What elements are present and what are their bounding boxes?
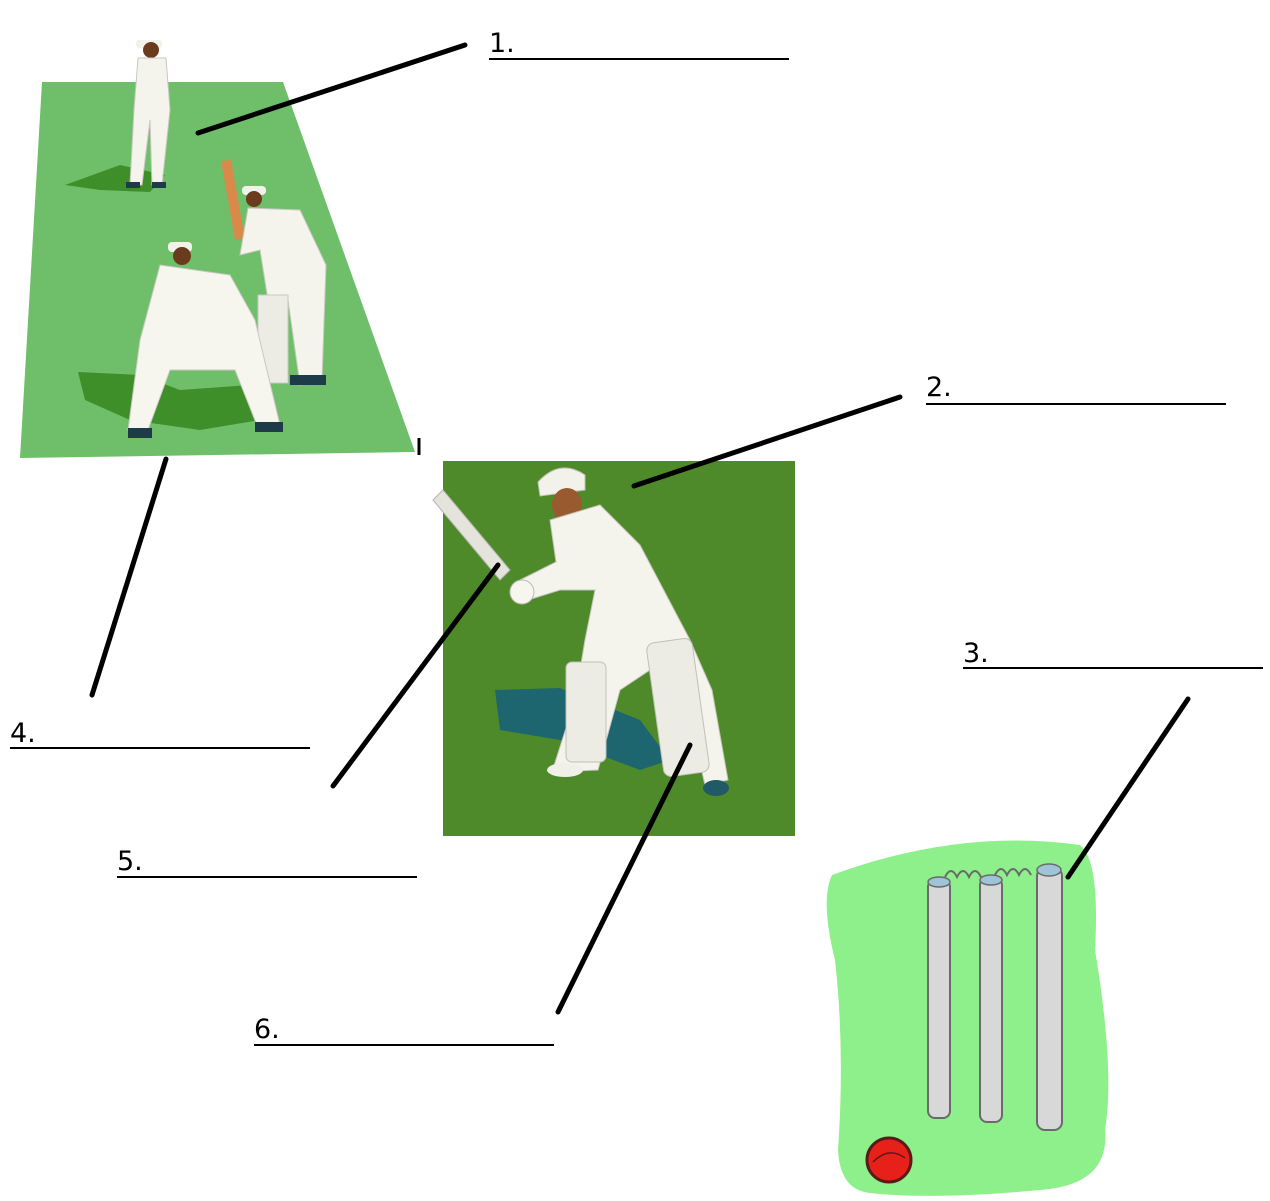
batsman-image [432, 461, 795, 836]
label-number-2: 2. [926, 372, 952, 403]
leader-lines [89, 42, 1191, 1015]
wicket-keeper-figure [127, 242, 283, 438]
batsman-figure [221, 159, 327, 386]
leader-line-1 [195, 42, 468, 136]
bails [944, 868, 1032, 880]
batsman-gloves [509, 579, 535, 605]
label-number-6: 6. [254, 1014, 280, 1045]
label-number-5: 5. [117, 846, 143, 877]
label-number-3: 3. [963, 638, 989, 669]
right-pad [646, 637, 710, 778]
distant-fielder [126, 40, 171, 188]
leader-line-4 [89, 456, 169, 698]
keeper-shadow [78, 372, 260, 430]
label-number-1: 1. [489, 28, 515, 59]
wicket-grass-pad [826, 840, 1109, 1196]
label-number-4: 4. [10, 718, 36, 749]
fielding-scene-image [20, 40, 415, 458]
leader-line-6 [555, 742, 693, 1015]
batsman-shoe-left [547, 763, 583, 777]
stump [927, 876, 951, 1119]
leader-line-5 [330, 562, 501, 789]
answer-blanks [10, 58, 1263, 1046]
cricket-ball [865, 1136, 913, 1184]
cricket-bat [432, 489, 511, 581]
left-pad [565, 661, 607, 763]
stump [1036, 863, 1063, 1131]
leader-line-3 [1065, 696, 1191, 880]
batsman-helmet [537, 467, 586, 497]
stumps-image [826, 840, 1109, 1196]
batsman-shoe-right [703, 780, 729, 796]
leader-line-2 [631, 394, 903, 489]
stump [979, 874, 1003, 1123]
